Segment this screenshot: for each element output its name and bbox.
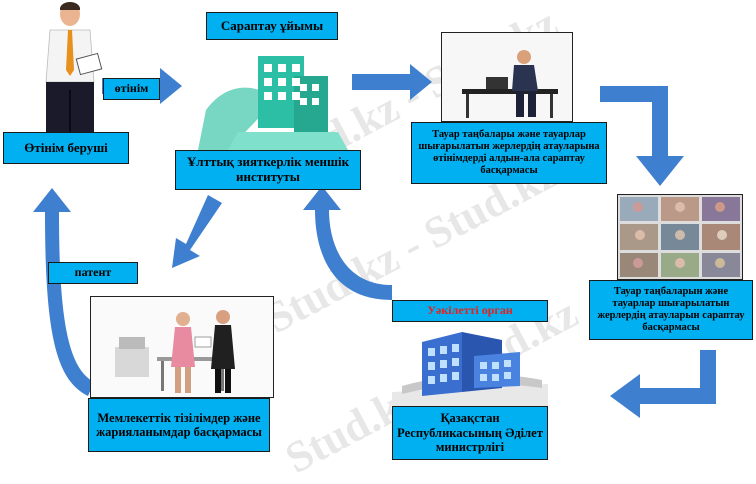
arrow-curved-up xyxy=(303,186,392,300)
ministry-box: Қазақстан Республикасының Әділет министр… xyxy=(392,406,548,460)
arrow-bent-left xyxy=(610,350,716,418)
flow-arrows xyxy=(33,64,716,418)
prelim-exam-box: Тауар таңбалары және тауарлар шығарылаты… xyxy=(411,122,607,184)
arrow-bent-down xyxy=(600,86,684,186)
applicant-box: Өтінім беруші xyxy=(3,132,129,164)
applicant-figure xyxy=(32,0,110,132)
meeting-photos-collage xyxy=(617,194,743,280)
registry-box: Мемлекеттік тізілімдер және жарияланымда… xyxy=(88,398,270,452)
patent-label: патент xyxy=(48,262,138,284)
exam-box: Тауар таңбаларын және тауарлар шығарылат… xyxy=(589,280,753,340)
arrow-right-2 xyxy=(352,64,432,100)
arrow-diag-down xyxy=(172,195,222,268)
desk-worker-image xyxy=(441,32,573,122)
document-handover-image xyxy=(90,296,274,398)
authorized-body-title: Уәкілетті орган xyxy=(392,300,548,322)
ministry-building-image xyxy=(392,322,548,406)
arrow-curved-up-left xyxy=(33,188,94,396)
application-label: өтінім xyxy=(103,78,160,100)
analysis-center-title: Сараптау ұйымы xyxy=(206,12,338,40)
institute-box: Ұлттық зияткерлік меншік институты xyxy=(175,150,361,190)
institute-building-image xyxy=(198,40,348,150)
